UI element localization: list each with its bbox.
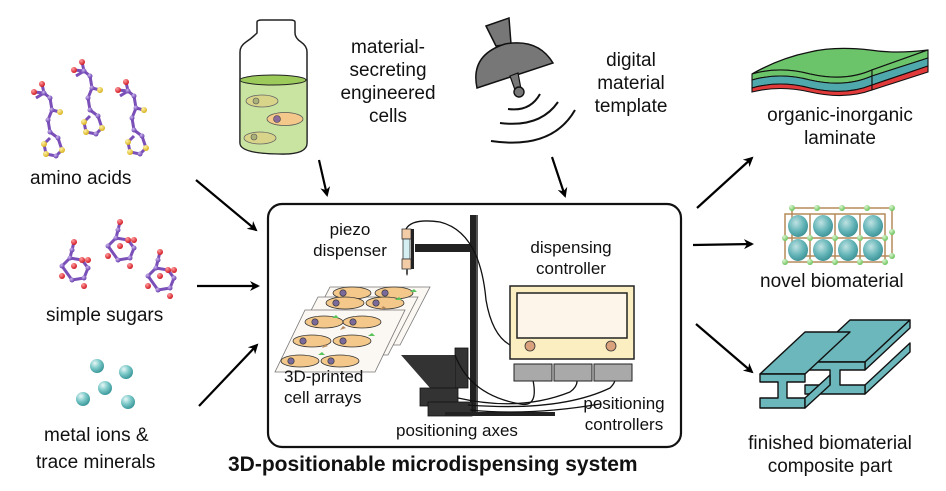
label-cells-line1: material- <box>351 37 425 58</box>
amino-acid-molecules <box>29 57 151 160</box>
composite-part-ibeam-icon <box>759 319 911 409</box>
label-amino-acids: amino acids <box>30 168 132 189</box>
system-title: 3D-positionable microdispensing system <box>228 453 638 476</box>
label-laminate-line1: organic-inorganic <box>767 105 913 126</box>
label-cells-line2: secreting <box>349 60 427 81</box>
label-piezo-line2: dispenser <box>313 241 387 260</box>
piezo-dispenser-icon <box>401 228 414 276</box>
input-arrows <box>195 179 260 407</box>
label-cells-line3: engineered <box>340 83 436 104</box>
label-template-line2: material <box>597 73 665 94</box>
label-arrays-line1: 3D-printed <box>284 367 364 386</box>
label-digital-template: digital material template <box>585 49 677 118</box>
cell-array-sheets <box>274 286 431 373</box>
top-input-arrows <box>317 156 568 198</box>
label-cell-arrays: 3D-printed cell arrays <box>284 366 384 408</box>
biomaterial-lattice-icon <box>782 205 895 265</box>
label-arrays-line2: cell arrays <box>284 388 362 407</box>
label-part-line2: composite part <box>767 456 893 477</box>
label-part-line1: finished biomaterial <box>748 433 912 454</box>
label-novel-biomaterial: novel biomaterial <box>760 271 904 292</box>
digital-template-dish-icon <box>475 16 576 144</box>
culture-bottle-icon <box>239 19 308 155</box>
label-trace-minerals: trace minerals <box>36 452 156 473</box>
label-piezo-line1: piezo <box>329 220 371 239</box>
label-cells-line4: cells <box>368 106 407 127</box>
label-laminate: organic-inorganic laminate <box>748 104 932 150</box>
label-disp-ctrl-line2: controller <box>536 259 606 278</box>
metal-ion-spheres <box>76 359 135 409</box>
label-laminate-line2: laminate <box>804 128 876 149</box>
label-piezo-dispenser: piezo dispenser <box>305 219 395 261</box>
label-disp-ctrl-line1: dispensing <box>530 238 612 257</box>
label-pos-ctrl-line2: controllers <box>584 415 664 434</box>
simple-sugar-molecules <box>57 217 179 301</box>
label-dispensing-controller: dispensing controller <box>516 237 626 279</box>
label-metal-ions: metal ions & <box>44 425 149 446</box>
label-positioning-controllers: positioning controllers <box>574 393 674 435</box>
label-template-line3: template <box>594 96 668 117</box>
laminate-icon <box>751 47 929 97</box>
output-arrows <box>692 156 754 374</box>
label-engineered-cells: material- secreting engineered cells <box>328 36 448 128</box>
label-simple-sugars: simple sugars <box>46 305 164 326</box>
label-template-line1: digital <box>606 50 656 71</box>
label-composite-part: finished biomaterial composite part <box>730 432 930 478</box>
label-positioning-axes: positioning axes <box>396 421 518 440</box>
label-pos-ctrl-line1: positioning <box>583 394 665 413</box>
dispensing-controller-icon <box>509 285 635 382</box>
